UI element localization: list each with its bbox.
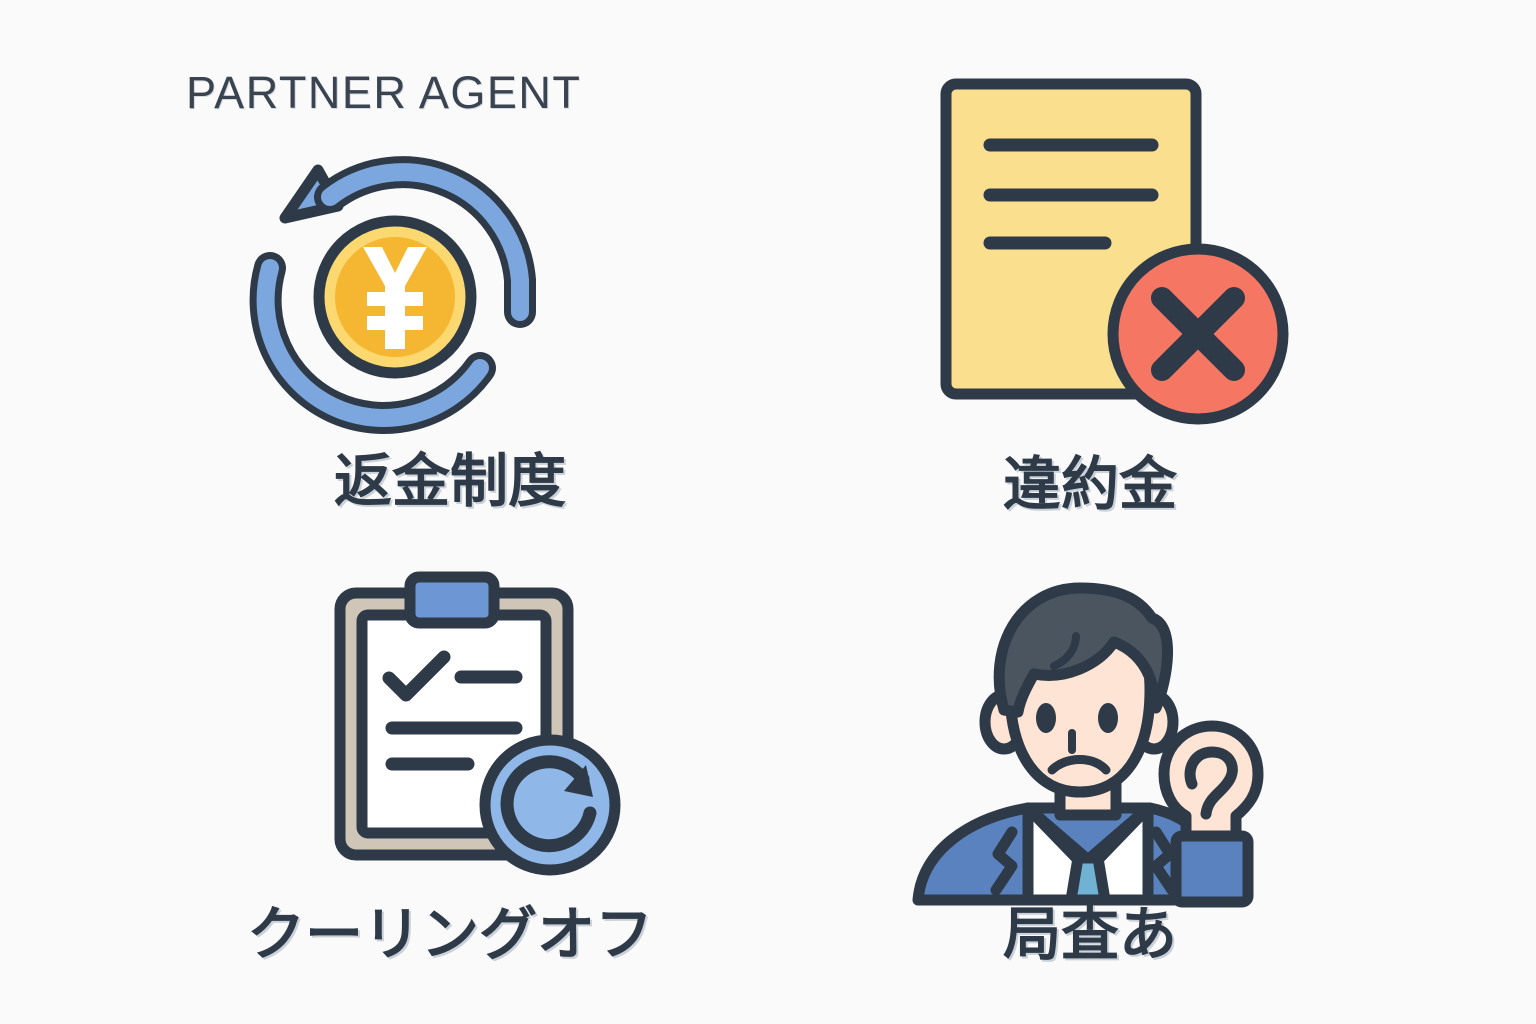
card-refund[interactable]: 返金制度 (230, 140, 670, 540)
ear-icon (1158, 720, 1264, 908)
clipboard-refresh-icon (318, 565, 638, 885)
page-title: PARTNER AGENT (186, 67, 582, 118)
red-x-circle-icon (1107, 243, 1289, 425)
worried-businessman-listening-icon (900, 570, 1280, 910)
card-inquiry[interactable]: 局査あ (870, 565, 1310, 985)
card-coolingoff-label: クーリングオフ (246, 900, 653, 968)
refund-cycle-yen-coin-icon (230, 140, 560, 440)
circular-arrow-icon (249, 156, 536, 434)
yen-coin-icon (313, 215, 477, 379)
card-penalty-label: 違約金 (1002, 450, 1177, 518)
card-coolingoff[interactable]: クーリングオフ (230, 565, 670, 985)
refresh-circle-icon (479, 734, 621, 876)
card-refund-label: 返金制度 (333, 447, 566, 515)
yen-symbol (363, 247, 427, 349)
card-inquiry-label: 局査あ (1002, 900, 1177, 968)
card-penalty[interactable]: 違約金 (870, 60, 1310, 540)
person-icon (912, 582, 1232, 906)
checkmark-icon (382, 650, 451, 702)
document-rejected-icon (910, 60, 1310, 440)
